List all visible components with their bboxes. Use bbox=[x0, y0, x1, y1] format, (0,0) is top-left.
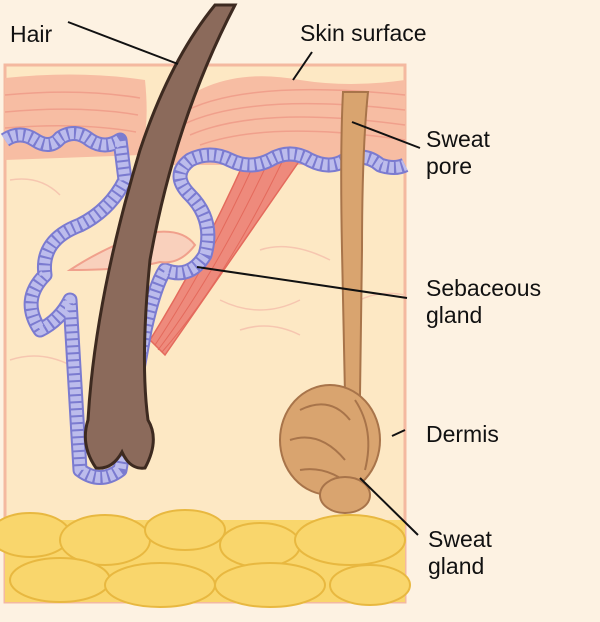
label-line: Sebaceous bbox=[426, 275, 542, 301]
label-sebaceous-gland: Sebaceous gland bbox=[426, 275, 541, 329]
label-line: Sweat bbox=[426, 126, 490, 152]
label-line: Sweat bbox=[428, 526, 492, 552]
fat-layer bbox=[0, 509, 411, 608]
label-line: gland bbox=[428, 553, 485, 579]
hair-shaft bbox=[83, 3, 238, 470]
leader-lines bbox=[67, 21, 421, 536]
label-dermis: Dermis bbox=[426, 421, 499, 447]
label-line: pore bbox=[426, 153, 473, 179]
label-line: gland bbox=[426, 302, 483, 328]
label-skin-surface: Skin surface bbox=[300, 20, 427, 46]
label-hair: Hair bbox=[10, 21, 53, 47]
sweat-gland bbox=[279, 384, 381, 514]
label-sweat-pore: Sweat pore bbox=[426, 126, 490, 180]
label-sweat-gland: Sweat gland bbox=[428, 526, 492, 580]
